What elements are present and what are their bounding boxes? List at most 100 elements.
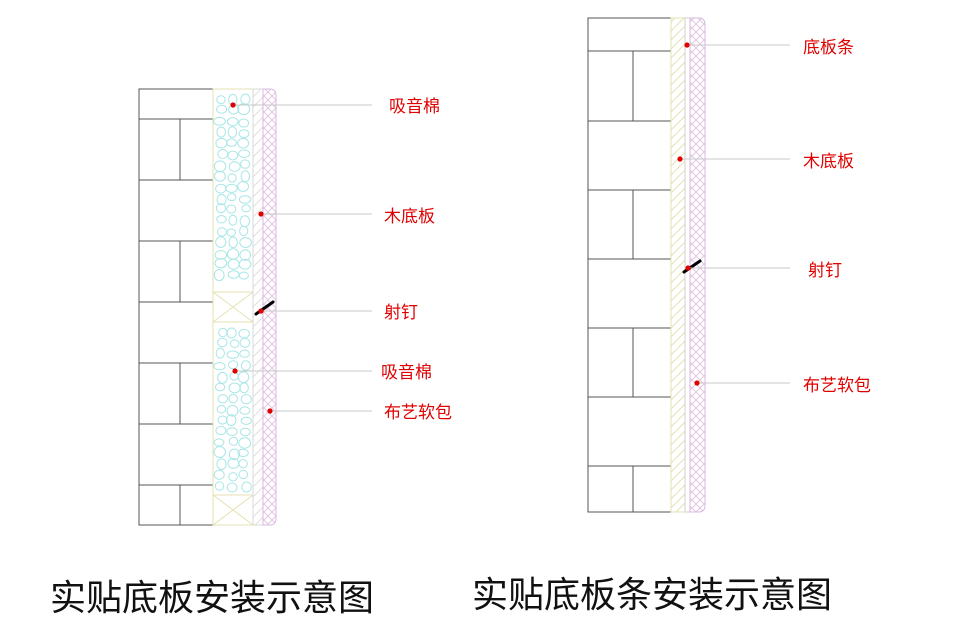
foam-cell [238,195,252,204]
foam-cell [241,481,252,493]
foam-cell [216,458,227,471]
foam-cell [213,469,225,480]
foam-cell [227,173,237,183]
foam-cell [227,150,239,161]
left-foam-layer [212,88,254,526]
foam-cell [238,469,249,480]
foam-cell [238,258,252,270]
foam-cell [237,137,250,149]
foam-cell [213,438,225,447]
foam-cell [215,382,226,392]
foam-cell [240,159,251,169]
right-fabric-panel [689,17,706,513]
foam-cell [227,193,237,202]
foam-cell [240,394,252,405]
foam-cell [216,193,227,206]
foam-cell [213,362,226,371]
foam-cell [226,482,238,493]
right-diagram-title: 实贴底板条安装示意图 [472,575,832,616]
left-label-wood-board: 木底板 [384,207,435,227]
foam-cell [226,427,238,437]
foam-cell [215,347,225,359]
right-label-nail: 射钉 [808,261,842,281]
foam-cell [226,405,239,417]
foam-cell [214,250,228,260]
foam-cell [239,337,251,348]
foam-cell [237,448,249,457]
foam-cell [239,225,249,237]
left-assembly: 吸音棉 木底板 射钉 吸音棉 布艺软包 实贴底板安装示意图 [50,88,452,619]
foam-cell [216,104,228,114]
right-label-wood-board: 木底板 [803,152,854,172]
foam-cell [217,394,229,404]
foam-cell [226,204,237,214]
foam-cell [213,269,225,282]
foam-cell [214,258,228,269]
right-leaders [677,42,790,386]
foam-cell [226,228,237,237]
foam-cell [241,204,251,213]
foam-cell [226,414,237,427]
foam-cell [214,170,226,182]
foam-cell [239,406,251,415]
foam-cell [214,481,225,491]
foam-cell [229,339,240,349]
foam-cell [228,236,238,249]
foam-cell [215,236,227,248]
foam-cell [238,437,252,449]
foam-cell [216,404,227,414]
foam-cell [240,360,251,371]
left-fabric-panel [262,88,277,526]
foam-cell [215,425,227,436]
foam-cell [216,215,227,224]
left-label-nail: 射钉 [384,303,418,323]
foam-cell [238,129,250,139]
foam-cell [240,416,252,425]
right-wood-board [684,17,691,513]
foam-cell [228,436,239,446]
foam-cell [227,360,239,370]
foam-cell [215,203,227,214]
foam-cell [226,350,240,359]
foam-cell [217,337,228,348]
foam-cell [216,95,226,105]
foam-cell [213,116,226,126]
foam-cell [228,393,238,404]
foam-cell [228,472,238,482]
left-brick-wall [138,88,214,526]
right-base-strip [670,17,686,513]
foam-cell [225,183,238,193]
foam-cell [216,227,227,237]
foam-cell [238,149,251,158]
foam-cell [239,249,251,261]
foam-cell [239,237,252,248]
left-label-fabric: 布艺软包 [384,403,452,423]
foam-cell [228,214,238,226]
left-label-foam-bottom: 吸音棉 [381,363,432,383]
foam-cell [213,446,226,458]
foam-cell [216,126,226,138]
foam-cell [238,271,249,280]
foam-cell [239,382,249,394]
right-label-base-strip: 底板条 [803,38,854,58]
foam-cell [238,118,250,128]
foam-cell [226,327,237,339]
foam-cell [217,371,228,384]
foam-cell [227,126,238,139]
foam-cell [237,181,250,192]
left-label-foam-top: 吸音棉 [389,97,440,117]
foam-cell [239,427,251,437]
right-assembly: 底板条 木底板 射钉 布艺软包 实贴底板条安装示意图 [472,17,871,616]
foam-cell [239,349,250,358]
left-wood-board [252,88,264,526]
left-diagram-title: 实贴底板安装示意图 [50,578,374,619]
left-leaders [230,102,372,414]
right-label-fabric: 布艺软包 [803,376,871,396]
foam-cell [237,103,251,116]
foam-cell [228,448,240,461]
foam-cell [217,415,228,425]
foam-cell [238,459,248,469]
foam-cell [226,117,239,127]
